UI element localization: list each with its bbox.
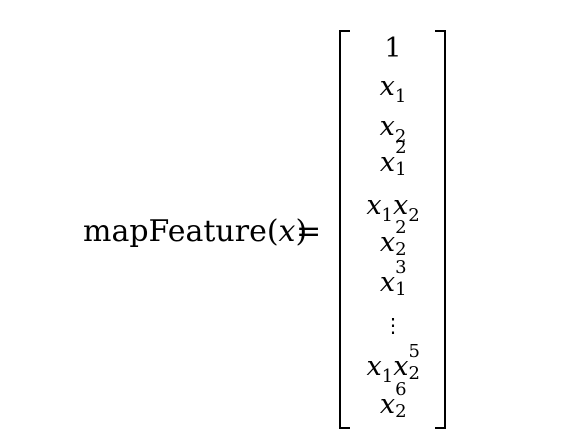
vector-entry-x2: x2 [356, 108, 430, 146]
entry-subscript: 1 [394, 86, 407, 107]
entry-superscript: 2 [395, 217, 407, 238]
open-paren: ( [266, 214, 279, 249]
entry-base: x [379, 389, 396, 420]
function-name: mapFeature [83, 214, 267, 249]
vector-entry-ellipsis: ⋮ [356, 305, 430, 343]
entry-base: x [379, 267, 396, 298]
entry-subscript: 1 [395, 159, 407, 180]
entry-base: x [379, 111, 395, 142]
entry-subscript: 1 [381, 205, 393, 226]
entry-superscript: 6 [395, 379, 407, 400]
entry-base: x [379, 227, 396, 258]
vector-entry-x1-x2: x1x2 [356, 187, 430, 225]
entry-base: x [379, 71, 395, 102]
entry-base: x [379, 147, 396, 178]
entry-base: x [366, 351, 382, 382]
entry-subscript: 2 [394, 126, 407, 147]
entry-subscript: 2 [395, 401, 407, 422]
equals-sign: = [296, 214, 322, 249]
entry-superscript: 2 [395, 137, 407, 158]
right-bracket [435, 30, 446, 429]
vector-entry-constant: 1 [356, 30, 430, 68]
entry-subscript: 1 [395, 279, 407, 300]
entry-superscript: 3 [395, 257, 407, 278]
entry-subscript: 2 [408, 363, 420, 384]
entry-subscript: 1 [381, 366, 394, 387]
function-argument: x [278, 214, 296, 249]
entry-superscript: 5 [408, 341, 420, 362]
equation-lhs: mapFeature(x) [83, 212, 307, 252]
left-bracket [339, 30, 350, 429]
entry-base: x [366, 190, 382, 221]
entry-base: 1 [384, 33, 402, 64]
close-paren: ) [295, 214, 308, 249]
entry-subscript: 2 [395, 239, 407, 260]
vertical-ellipsis: ⋮ [383, 313, 403, 337]
vector-entry-x1: x1 [356, 68, 430, 106]
entry-base: x [393, 351, 409, 382]
entry-subscript: 2 [408, 205, 420, 226]
entry-base: x [393, 190, 409, 221]
